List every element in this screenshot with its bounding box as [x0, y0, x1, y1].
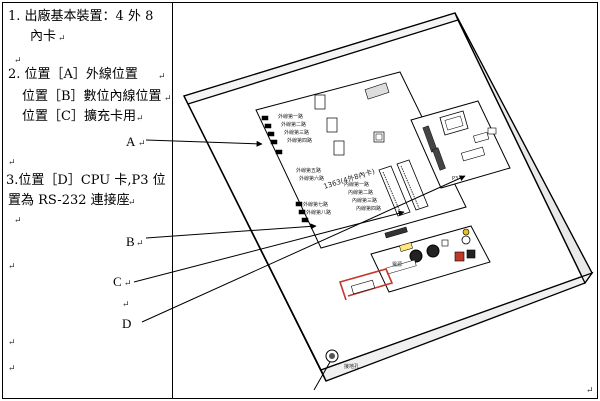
svg-text:內線第四路: 內線第四路 [356, 205, 381, 212]
paragraph-mark: ↵ [14, 56, 22, 66]
svg-text:外線第二路: 外線第二路 [281, 121, 306, 128]
cable-connector [350, 279, 376, 295]
item3-line1: 3.位置［D］CPU 卡,P3 位 [6, 173, 166, 188]
svg-text:內線第一路: 內線第一路 [344, 181, 369, 188]
svg-text:外線第七路: 外線第七路 [303, 201, 328, 208]
table-border-bottom [2, 398, 598, 399]
paragraph-mark: ↵ [8, 158, 16, 168]
ground-hole: 接地孔 [313, 349, 359, 391]
paragraph-mark: ↵ [128, 198, 136, 208]
svg-text:外線第六路: 外線第六路 [299, 175, 324, 182]
item2-line2: 位置［B］數位內線位置 [22, 89, 162, 104]
svg-text:外線第一路: 外線第一路 [278, 113, 303, 120]
callout-d-arrow [141, 175, 466, 323]
callout-a-label: A [126, 134, 136, 149]
item1-line1: 1. 出廠基本裝置：4 外 8 [8, 9, 154, 24]
paragraph-mark: ↵ [124, 279, 132, 289]
red-cable [338, 268, 394, 301]
power-label: 電源 [392, 261, 402, 268]
cpu-card: P3 [410, 100, 511, 189]
paragraph-mark: ↵ [136, 239, 144, 249]
item3-line2: 置為 RS-232 連接座 [8, 193, 130, 208]
table-border-top [2, 2, 598, 3]
callout-b-arrow [145, 223, 317, 239]
power-board: 電源 [370, 225, 491, 293]
callout-a-arrow [145, 139, 263, 147]
svg-text:內線第三路: 內線第三路 [352, 197, 377, 204]
paragraph-mark: ↵ [14, 216, 22, 226]
paragraph-mark: ↵ [158, 72, 166, 82]
paragraph-mark: ↵ [138, 139, 146, 149]
svg-text:外線第五路: 外線第五路 [296, 167, 321, 174]
callout-d-label: D [122, 316, 132, 331]
svg-text:內線第二路: 內線第二路 [348, 189, 373, 196]
svg-text:外線第三路: 外線第三路 [284, 129, 309, 136]
paragraph-mark: ↵ [136, 114, 144, 124]
callout-c-label: C [113, 274, 122, 289]
cpu-p3-label: P3 [452, 176, 458, 182]
paragraph-mark: ↵ [8, 262, 16, 272]
item1-line2: 內卡 [30, 29, 57, 44]
paragraph-mark: ↵ [58, 34, 66, 44]
paragraph-mark: ↵ [8, 338, 16, 348]
item2-line1: 2. 位置［A］外線位置 [8, 67, 138, 82]
ground-hole-label: 接地孔 [344, 363, 359, 370]
svg-text:外線第四路: 外線第四路 [287, 137, 312, 144]
callout-b-label: B [126, 234, 135, 249]
paragraph-mark: ↵ [122, 300, 130, 310]
paragraph-mark: ↵ [586, 386, 594, 396]
paragraph-mark: ↵ [8, 364, 16, 374]
table-border-right [597, 2, 598, 399]
column-divider [172, 2, 173, 399]
svg-text:外線第八路: 外線第八路 [306, 209, 331, 216]
item2-line3: 位置［C］擴充卡用 [22, 109, 136, 124]
table-border-left [2, 2, 3, 399]
main-board: 外線第一路 外線第二路 外線第三路 外線第四路 外線第五路 外線第六路 外線第七… [255, 71, 467, 249]
paragraph-mark: ↵ [164, 94, 172, 104]
